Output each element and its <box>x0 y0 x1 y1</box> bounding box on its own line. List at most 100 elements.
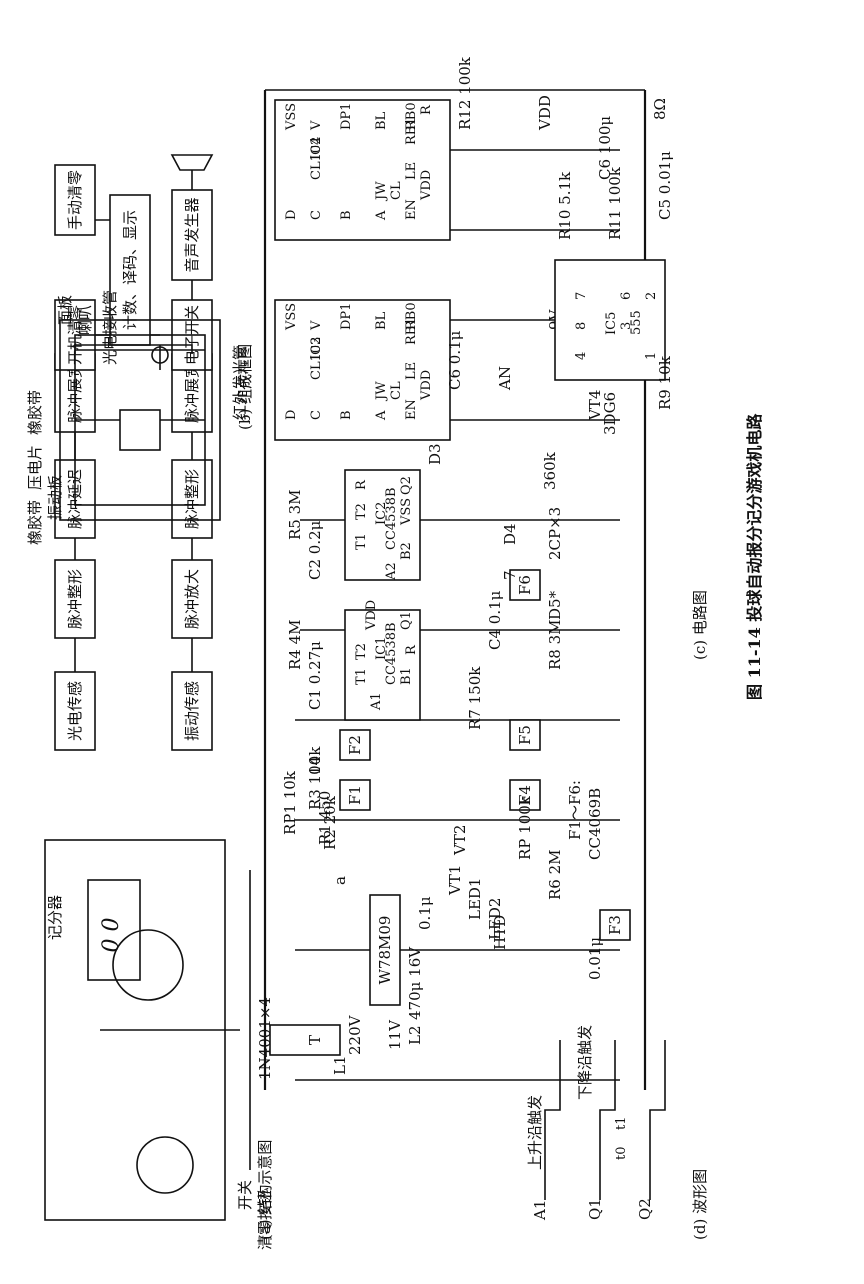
svg-text:IC4: IC4 <box>309 137 324 160</box>
svg-text:B2: B2 <box>399 542 414 560</box>
waveform: A1 Q1 Q2 上升沿触发 下降沿触发 t0 t1 <box>526 1025 666 1221</box>
svg-text:LED1: LED1 <box>466 878 484 920</box>
block-pulse-widen-2: 脉冲展宽 <box>171 353 213 433</box>
svg-text:A2: A2 <box>384 562 399 581</box>
block-vibration-sensor: 振动传感 <box>171 671 213 751</box>
svg-text:下降沿触发: 下降沿触发 <box>576 1025 594 1100</box>
svg-text:(d) 波形图: (d) 波形图 <box>691 1169 709 1240</box>
svg-text:LE: LE <box>404 162 419 180</box>
svg-text:Q1: Q1 <box>399 611 414 630</box>
svg-text:VSS: VSS <box>399 498 414 526</box>
svg-text:RB0: RB0 <box>404 102 419 130</box>
svg-text:3DG6: 3DG6 <box>601 392 619 435</box>
svg-text:橡胶带: 橡胶带 <box>26 500 44 545</box>
svg-text:JW: JW <box>374 381 389 402</box>
svg-text:L2: L2 <box>406 1025 424 1045</box>
svg-text:(b) 组成框图: (b) 组成框图 <box>236 344 254 430</box>
svg-text:0 0: 0 0 <box>99 918 124 953</box>
svg-text:C: C <box>309 410 324 420</box>
svg-text:EN: EN <box>404 399 419 420</box>
svg-text:R1 450: R1 450 <box>316 791 334 845</box>
svg-text:CL102: CL102 <box>309 137 324 180</box>
svg-text:T1: T1 <box>354 533 369 550</box>
svg-text:面板: 面板 <box>56 295 74 325</box>
svg-text:R10 5.1k: R10 5.1k <box>556 171 574 240</box>
svg-text:2: 2 <box>644 292 659 300</box>
ic5-555 <box>554 259 666 381</box>
svg-text:CC4069B: CC4069B <box>586 788 604 860</box>
svg-text:橡胶带: 橡胶带 <box>26 390 44 435</box>
svg-text:RP1 10k: RP1 10k <box>281 770 299 835</box>
block-counter-display: 计数、译码、显示 <box>109 194 151 346</box>
svg-text:F2: F2 <box>346 735 364 755</box>
svg-text:RP 100k: RP 100k <box>516 795 534 860</box>
svg-text:A: A <box>374 410 389 421</box>
block-sound-generator: 音声发生器 <box>171 189 213 281</box>
svg-text:CL: CL <box>389 181 404 200</box>
gate-f6 <box>509 569 541 601</box>
svg-text:D3: D3 <box>426 443 444 465</box>
svg-text:图 11-14 投球自动报分记分游戏机电路: 图 11-14 投球自动报分记分游戏机电路 <box>745 413 764 700</box>
svg-text:VDD: VDD <box>536 95 554 131</box>
svg-text:BL: BL <box>374 111 389 130</box>
svg-text:VT4: VT4 <box>586 390 604 421</box>
svg-text:B: B <box>339 410 354 420</box>
svg-text:DP1: DP1 <box>339 303 354 330</box>
svg-text:T2: T2 <box>354 643 369 660</box>
svg-text:C2 0.2μ: C2 0.2μ <box>306 520 324 580</box>
svg-text:(a) 结构示意图: (a) 结构示意图 <box>256 1140 274 1240</box>
svg-text:Q1: Q1 <box>586 1198 604 1220</box>
regulator-block <box>369 894 401 1006</box>
svg-text:3: 3 <box>619 322 634 330</box>
svg-text:脉冲整形: 脉冲整形 <box>183 469 201 529</box>
svg-text:R: R <box>419 104 434 115</box>
svg-text:VDD: VDD <box>419 170 434 201</box>
svg-text:D: D <box>284 410 299 420</box>
gate-f3 <box>599 909 631 941</box>
svg-text:C4 0.1μ: C4 0.1μ <box>486 590 504 650</box>
block-pulse-amp: 脉冲放大 <box>171 559 213 639</box>
svg-text:8: 8 <box>574 322 589 330</box>
svg-text:360k: 360k <box>541 451 559 490</box>
svg-text:VSS: VSS <box>284 103 299 131</box>
svg-text:F1: F1 <box>346 785 364 805</box>
svg-text:Q2: Q2 <box>636 1198 654 1220</box>
structure-labels: 记分器 开关 清零按钮 面板 喇叭 光电接收管 红外发光管 橡胶带 压电片 振动… <box>26 290 274 1250</box>
svg-text:6: 6 <box>619 292 634 300</box>
svg-text:R11 100k: R11 100k <box>606 166 624 240</box>
svg-text:a: a <box>331 876 349 885</box>
svg-text:R: R <box>354 479 369 490</box>
svg-text:脉冲展宽: 脉冲展宽 <box>183 363 201 423</box>
svg-text:V: V <box>309 320 324 331</box>
svg-text:W78M09: W78M09 <box>376 916 394 985</box>
svg-text:555: 555 <box>629 310 644 335</box>
svg-text:C5 0.01μ: C5 0.01μ <box>656 151 674 220</box>
svg-text:RB1: RB1 <box>404 117 419 145</box>
svg-text:D5*: D5* <box>546 590 564 620</box>
svg-text:C1 0.27μ: C1 0.27μ <box>306 641 324 710</box>
svg-text:0.01μ: 0.01μ <box>586 937 604 980</box>
svg-text:光电传感: 光电传感 <box>66 681 84 741</box>
svg-text:D4: D4 <box>501 523 519 545</box>
svg-text:开关: 开关 <box>236 1180 254 1210</box>
svg-text:LE: LE <box>404 362 419 380</box>
svg-text:F5: F5 <box>516 725 534 745</box>
svg-text:8Ω: 8Ω <box>651 98 669 120</box>
svg-text:T: T <box>306 1035 324 1045</box>
ic4-cl102 <box>274 99 451 241</box>
svg-text:VDD: VDD <box>364 600 379 631</box>
svg-text:清零按钮: 清零按钮 <box>256 1190 274 1250</box>
svg-text:CL: CL <box>389 381 404 400</box>
block-photo-sensor: 光电传感 <box>54 671 96 751</box>
svg-text:D: D <box>284 210 299 220</box>
svg-text:VDD: VDD <box>419 370 434 401</box>
svg-text:光电接收管: 光电接收管 <box>101 290 119 365</box>
svg-text:R3 100k: R3 100k <box>306 746 324 810</box>
circuit-diagram: T 220V 11V L1 L2 1N4001×4 470μ 16V W78M0… <box>256 56 674 1090</box>
ic1-cc4538b <box>344 609 421 721</box>
svg-text:C6 0.1μ: C6 0.1μ <box>446 330 464 390</box>
svg-text:C: C <box>309 210 324 220</box>
svg-text:(c) 电路图: (c) 电路图 <box>691 590 709 660</box>
gate-f4 <box>509 779 541 811</box>
svg-text:C6 100μ: C6 100μ <box>596 116 614 180</box>
